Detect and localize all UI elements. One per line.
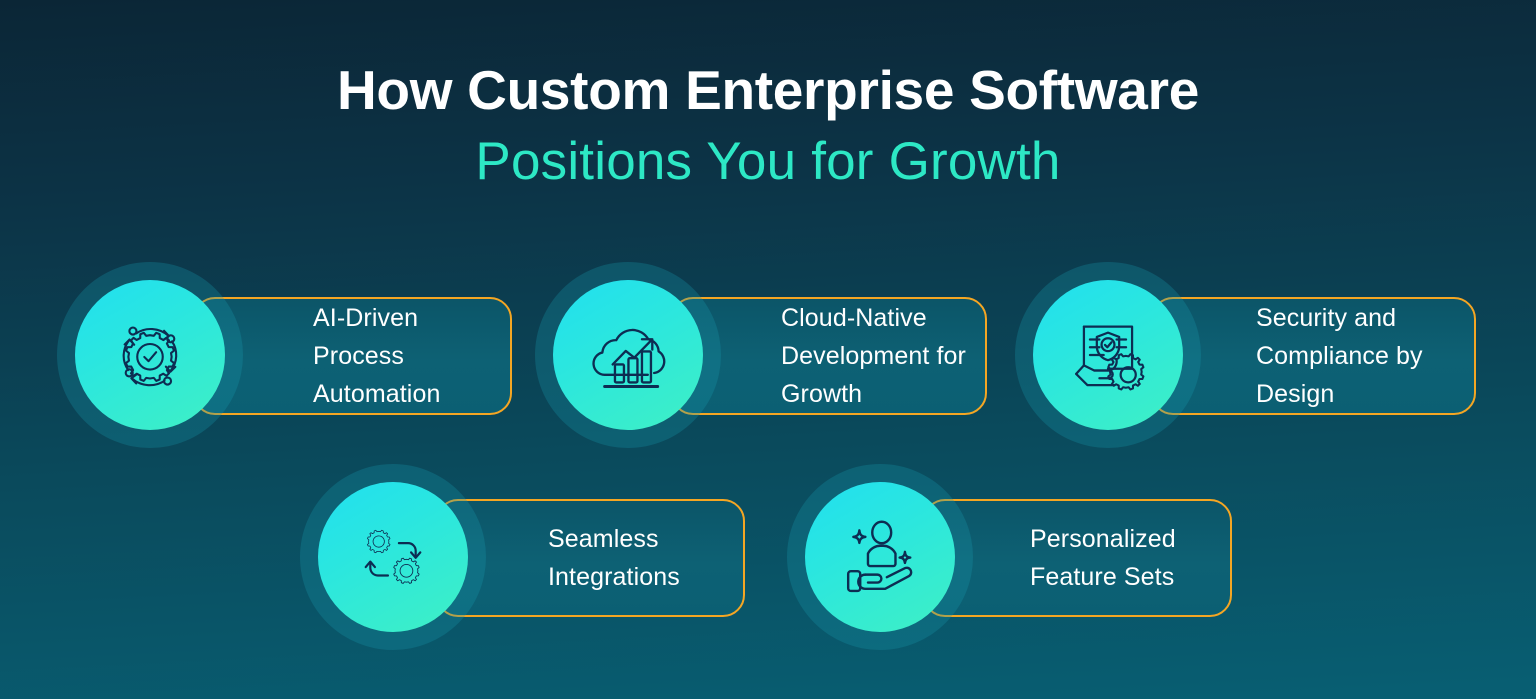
card-icon-circle — [57, 262, 243, 448]
card-icon-circle — [535, 262, 721, 448]
card-label: AI-Driven Process Automation — [313, 304, 441, 408]
page-title: How Custom Enterprise Software Positions… — [0, 58, 1536, 197]
title-line-primary: How Custom Enterprise Software — [337, 59, 1199, 121]
card-icon-circle — [787, 464, 973, 650]
card-ai-driven-process-automation[interactable]: AI-Driven Process Automation — [57, 262, 512, 448]
gear-check-cycle-icon — [106, 311, 194, 399]
card-cloud-native-development-for-growth[interactable]: Cloud-Native Development for Growth — [535, 262, 987, 448]
card-icon-circle — [1015, 262, 1201, 448]
circle-badge — [805, 482, 955, 632]
circle-badge — [1033, 280, 1183, 430]
card-icon-circle — [300, 464, 486, 650]
circle-badge — [75, 280, 225, 430]
cloud-bar-chart-growth-icon — [583, 310, 673, 400]
circle-badge — [318, 482, 468, 632]
card-label: Personalized Feature Sets — [1030, 525, 1176, 591]
card-panel: Seamless Integrations — [436, 499, 745, 617]
card-panel: Personalized Feature Sets — [923, 499, 1232, 617]
card-panel: AI-Driven Process Automation — [193, 297, 512, 415]
card-label: Cloud-Native Development for Growth — [781, 304, 966, 408]
card-security-and-compliance-by-design[interactable]: Security and Compliance by Design — [1015, 262, 1476, 448]
circle-badge — [553, 280, 703, 430]
card-personalized-feature-sets[interactable]: Personalized Feature Sets — [787, 464, 1232, 650]
two-gears-sync-icon — [351, 515, 435, 599]
shield-document-hand-gear-icon — [1065, 312, 1151, 398]
card-label: Security and Compliance by Design — [1256, 304, 1423, 408]
card-seamless-integrations[interactable]: Seamless Integrations — [300, 464, 745, 650]
card-panel: Security and Compliance by Design — [1151, 297, 1476, 415]
title-line-accent: Positions You for Growth — [475, 131, 1061, 191]
hand-person-sparkle-icon — [837, 514, 923, 600]
card-label: Seamless Integrations — [548, 525, 680, 591]
